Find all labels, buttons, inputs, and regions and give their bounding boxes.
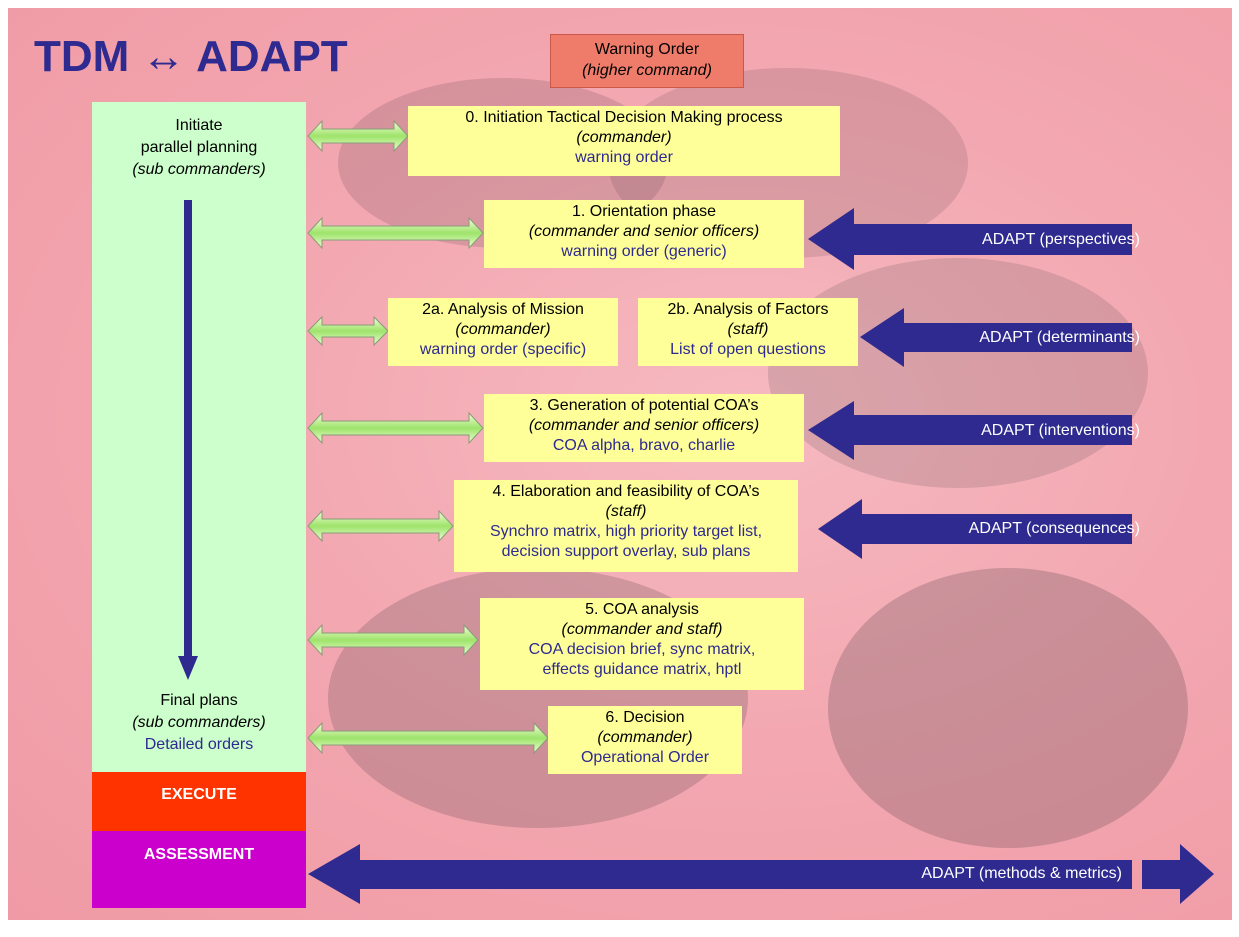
double-arrow-step-1 — [307, 216, 484, 250]
sub-commanders-column: Initiate parallel planning (sub commande… — [92, 102, 306, 772]
parallel-planning-label: parallel planning — [140, 139, 258, 156]
adapt-perspectives-label: ADAPT (perspectives) — [982, 231, 1140, 248]
step-4-output-line2: decision support overlay, sub plans — [501, 543, 751, 560]
step-3-box: 3. Generation of potential COA’s (comman… — [484, 394, 804, 462]
step-0-output: warning order — [575, 149, 673, 166]
page-title: TDM ↔ ADAPT — [34, 32, 348, 81]
step-2a-title: 2a. Analysis of Mission — [422, 301, 584, 318]
final-sub-commanders-label: (sub commanders) — [132, 714, 266, 731]
assessment-block: ASSESSMENT — [92, 831, 306, 908]
step-0-role: (commander) — [576, 129, 672, 146]
step-4-role: (staff) — [605, 503, 647, 520]
final-plans-label: Final plans — [160, 692, 238, 709]
sub-commanders-label: (sub commanders) — [132, 161, 266, 178]
step-1-role: (commander and senior officers) — [528, 223, 760, 240]
warning-order-title: Warning Order — [594, 41, 700, 58]
step-4-title: 4. Elaboration and feasibility of COA’s — [492, 483, 760, 500]
step-1-title: 1. Orientation phase — [571, 203, 717, 220]
step-1-box: 1. Orientation phase (commander and seni… — [484, 200, 804, 268]
step-4-output-line1: Synchro matrix, high priority target lis… — [489, 523, 763, 540]
step-2a-box: 2a. Analysis of Mission (commander) warn… — [388, 298, 618, 366]
adapt-methods-metrics-arrow — [308, 844, 1214, 904]
step-6-output: Operational Order — [580, 749, 710, 766]
step-2b-box: 2b. Analysis of Factors (staff) List of … — [638, 298, 858, 366]
step-2b-role: (staff) — [727, 321, 769, 338]
step-1-output: warning order (generic) — [561, 243, 727, 260]
warning-order-box: Warning Order (higher command) — [550, 34, 744, 88]
step-2a-output: warning order (specific) — [419, 341, 587, 358]
initiate-label: Initiate — [175, 117, 223, 134]
adapt-determinants-arrow — [860, 308, 1132, 367]
warning-order-source: (higher command) — [582, 62, 712, 79]
step-6-role: (commander) — [597, 729, 693, 746]
step-2b-output: List of open questions — [670, 341, 826, 358]
double-arrow-step-4 — [307, 509, 454, 543]
planning-flow-down-arrow — [178, 200, 198, 680]
adapt-methods-metrics-label: ADAPT (methods & metrics) — [921, 865, 1122, 882]
step-5-title: 5. COA analysis — [585, 601, 699, 618]
step-3-title: 3. Generation of potential COA’s — [529, 397, 759, 414]
step-4-box: 4. Elaboration and feasibility of COA’s … — [454, 480, 798, 572]
step-5-box: 5. COA analysis (commander and staff) CO… — [480, 598, 804, 690]
arrows-layer — [178, 119, 1214, 904]
double-arrow-step-2 — [307, 315, 389, 347]
execute-block: EXECUTE — [92, 772, 306, 831]
step-5-role: (commander and staff) — [561, 621, 723, 638]
step-3-output: COA alpha, bravo, charlie — [552, 437, 736, 454]
double-arrow-step-5 — [307, 623, 479, 657]
double-arrow-step-3 — [307, 411, 484, 445]
step-3-role: (commander and senior officers) — [528, 417, 760, 434]
slide: TDM ↔ ADAPT Warning Order (higher comman… — [8, 8, 1232, 920]
adapt-perspectives-arrow — [808, 208, 1132, 270]
double-arrow-step-6 — [307, 721, 549, 755]
step-0-title: 0. Initiation Tactical Decision Making p… — [465, 109, 783, 126]
double-arrow-step-0 — [307, 119, 409, 153]
step-2b-title: 2b. Analysis of Factors — [667, 301, 829, 318]
adapt-interventions-label: ADAPT (interventions) — [981, 422, 1140, 439]
adapt-determinants-label: ADAPT (determinants) — [979, 329, 1140, 346]
step-5-output-line1: COA decision brief, sync matrix, — [528, 641, 756, 658]
step-0-box: 0. Initiation Tactical Decision Making p… — [408, 106, 840, 176]
step-5-output-line2: effects guidance matrix, hptl — [542, 661, 742, 678]
detailed-orders-label: Detailed orders — [144, 736, 254, 753]
adapt-consequences-arrow — [818, 499, 1132, 559]
adapt-consequences-label: ADAPT (consequences) — [968, 520, 1140, 537]
adapt-interventions-arrow — [808, 401, 1132, 460]
background-goggle-shape — [768, 258, 1148, 488]
step-6-title: 6. Decision — [605, 709, 685, 726]
step-6-box: 6. Decision (commander) Operational Orde… — [548, 706, 742, 774]
background-goggle-shape — [828, 568, 1188, 848]
step-2a-role: (commander) — [455, 321, 551, 338]
